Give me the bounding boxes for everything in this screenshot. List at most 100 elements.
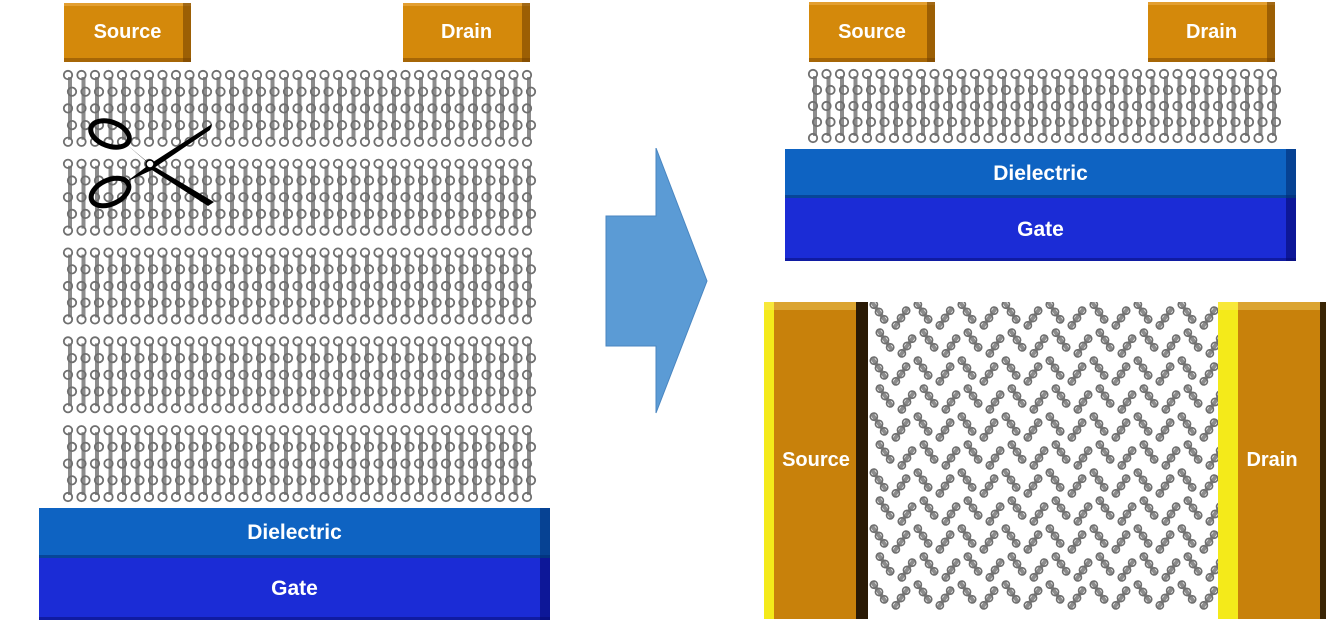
molecule <box>935 362 955 386</box>
molecule <box>1139 440 1159 464</box>
molecule <box>143 425 159 503</box>
bottom-right-drain-electrode: Drain <box>1218 302 1326 619</box>
molecule <box>935 530 955 554</box>
molecule <box>467 158 483 236</box>
molecule <box>359 336 375 414</box>
molecule <box>481 69 496 147</box>
molecule <box>332 158 348 236</box>
molecule <box>1051 552 1071 576</box>
molecule <box>1155 530 1175 554</box>
molecule <box>1095 552 1115 576</box>
molecule <box>956 68 971 144</box>
molecule <box>89 247 105 325</box>
molecule <box>62 336 78 414</box>
molecule <box>184 425 199 503</box>
molecule <box>1007 384 1027 408</box>
molecule <box>116 425 132 503</box>
molecule <box>897 390 917 414</box>
molecule <box>467 247 483 325</box>
molecule <box>1183 440 1203 464</box>
molecule <box>1185 68 1201 144</box>
molecule <box>62 425 78 503</box>
molecule <box>467 336 483 414</box>
molecule <box>413 69 429 147</box>
molecule <box>184 247 199 325</box>
molecule <box>821 68 836 144</box>
molecule <box>508 425 523 503</box>
molecule <box>1073 446 1093 470</box>
molecule <box>170 336 186 414</box>
molecule <box>1001 412 1021 436</box>
molecule <box>1023 586 1043 610</box>
molecule <box>440 425 456 503</box>
molecule <box>957 524 977 548</box>
molecule <box>942 68 958 144</box>
molecule <box>941 446 961 470</box>
molecule <box>1183 552 1203 576</box>
molecule <box>157 69 172 147</box>
molecule <box>1212 68 1228 144</box>
molecule <box>265 69 280 147</box>
molecule <box>1111 362 1131 386</box>
molecule <box>1117 334 1137 358</box>
molecule <box>1205 502 1218 526</box>
molecule <box>1091 68 1106 144</box>
molecule <box>1007 552 1027 576</box>
molecule <box>224 425 240 503</box>
molecule <box>494 158 510 236</box>
molecule <box>467 425 483 503</box>
molecule <box>1023 68 1039 144</box>
molecule <box>400 336 415 414</box>
molecule <box>521 69 537 147</box>
molecule <box>913 524 933 548</box>
molecule <box>440 336 456 414</box>
molecule <box>1139 496 1159 520</box>
molecule <box>1010 68 1025 144</box>
molecule <box>1117 446 1137 470</box>
left-source-label: Source <box>93 21 162 43</box>
molecule <box>1007 440 1027 464</box>
molecule <box>1067 530 1087 554</box>
bottom-right-herringbone-molecules <box>869 302 1218 610</box>
molecule <box>1089 580 1109 604</box>
molecule <box>891 530 911 554</box>
molecule <box>1177 580 1197 604</box>
molecule <box>985 502 1005 526</box>
molecule <box>1095 328 1115 352</box>
molecule <box>305 336 321 414</box>
molecule <box>1205 334 1218 358</box>
top-right-molecule-layer <box>807 68 1281 144</box>
molecule <box>861 68 877 144</box>
molecule <box>1095 440 1115 464</box>
molecule <box>1089 412 1109 436</box>
molecule <box>197 247 213 325</box>
molecule <box>1077 68 1093 144</box>
molecule <box>1177 356 1197 380</box>
molecule <box>427 69 442 147</box>
molecule <box>238 69 253 147</box>
molecule <box>481 158 496 236</box>
molecule <box>1117 502 1137 526</box>
molecule <box>1177 468 1197 492</box>
molecule <box>184 336 199 414</box>
scissors-icon <box>88 118 214 209</box>
molecule <box>373 425 388 503</box>
top-right-drain-electrode: Drain <box>1148 2 1275 62</box>
molecule <box>521 425 537 503</box>
molecule <box>915 68 931 144</box>
molecule <box>454 336 469 414</box>
molecule <box>1199 586 1218 610</box>
molecule <box>1199 306 1218 330</box>
molecule <box>963 440 983 464</box>
molecule <box>1050 68 1066 144</box>
molecule <box>278 247 294 325</box>
molecule <box>211 158 226 236</box>
molecule <box>1023 362 1043 386</box>
molecule <box>103 336 118 414</box>
molecule <box>985 558 1005 582</box>
molecule <box>875 552 895 576</box>
molecule <box>143 69 159 147</box>
molecule <box>454 425 469 503</box>
molecule <box>1177 302 1197 324</box>
molecule <box>869 412 889 436</box>
